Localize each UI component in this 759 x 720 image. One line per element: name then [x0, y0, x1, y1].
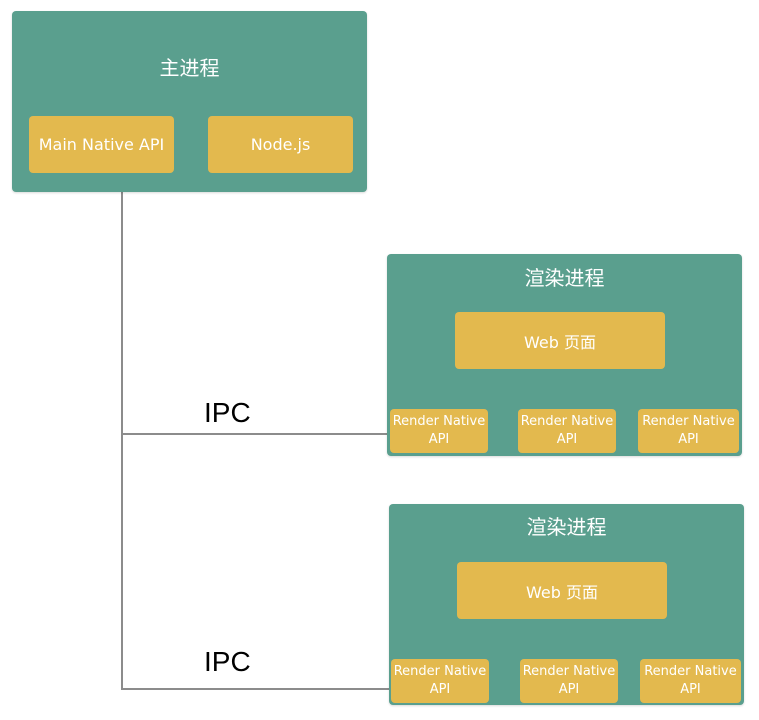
- ipc-label-2: IPC: [204, 646, 251, 677]
- render-native-api-line1: Render Native: [522, 664, 616, 679]
- render-native-api-line1: Render Native: [644, 664, 737, 679]
- render-native-api-line1: Render Native: [392, 414, 486, 429]
- renderer-process-box-1: 渲染进程 Web 页面 Render Native API Render Nat…: [387, 254, 742, 456]
- render-native-api-line2: API: [556, 432, 578, 447]
- render-native-api-2-1: Render Native API: [391, 659, 489, 703]
- web-page-module-2: Web 页面: [457, 562, 667, 619]
- render-native-api-line1: Render Native: [520, 414, 614, 429]
- render-native-api-line2: API: [558, 682, 580, 697]
- web-page-module-1: Web 页面: [455, 312, 665, 369]
- main-process-title: 主进程: [159, 56, 220, 80]
- render-native-api-line1: Render Native: [393, 664, 487, 679]
- ipc-branch-line-1: [121, 433, 389, 435]
- ipc-branch-line-2: [121, 688, 389, 690]
- ipc-trunk-line: [121, 192, 123, 690]
- render-native-api-line2: API: [428, 432, 450, 447]
- render-native-api-2-3: Render Native API: [640, 659, 741, 703]
- ipc-label-1: IPC: [204, 397, 251, 428]
- renderer-process-title-1: 渲染进程: [524, 266, 605, 290]
- render-native-api-2-2: Render Native API: [520, 659, 618, 703]
- render-native-api-line2: API: [678, 432, 699, 447]
- render-native-api-line1: Render Native: [642, 414, 735, 429]
- render-native-api-1-3: Render Native API: [638, 409, 739, 453]
- render-native-api-line2: API: [680, 682, 701, 697]
- render-native-api-1-1: Render Native API: [390, 409, 488, 453]
- main-process-box: 主进程 Main Native API Node.js: [12, 11, 367, 192]
- main-native-api-module: Main Native API: [29, 116, 174, 173]
- render-native-api-1-2: Render Native API: [518, 409, 616, 453]
- renderer-process-box-2: 渲染进程 Web 页面 Render Native API Render Nat…: [389, 504, 744, 705]
- renderer-process-title-2: 渲染进程: [526, 515, 607, 539]
- render-native-api-line2: API: [429, 682, 451, 697]
- nodejs-module: Node.js: [208, 116, 353, 173]
